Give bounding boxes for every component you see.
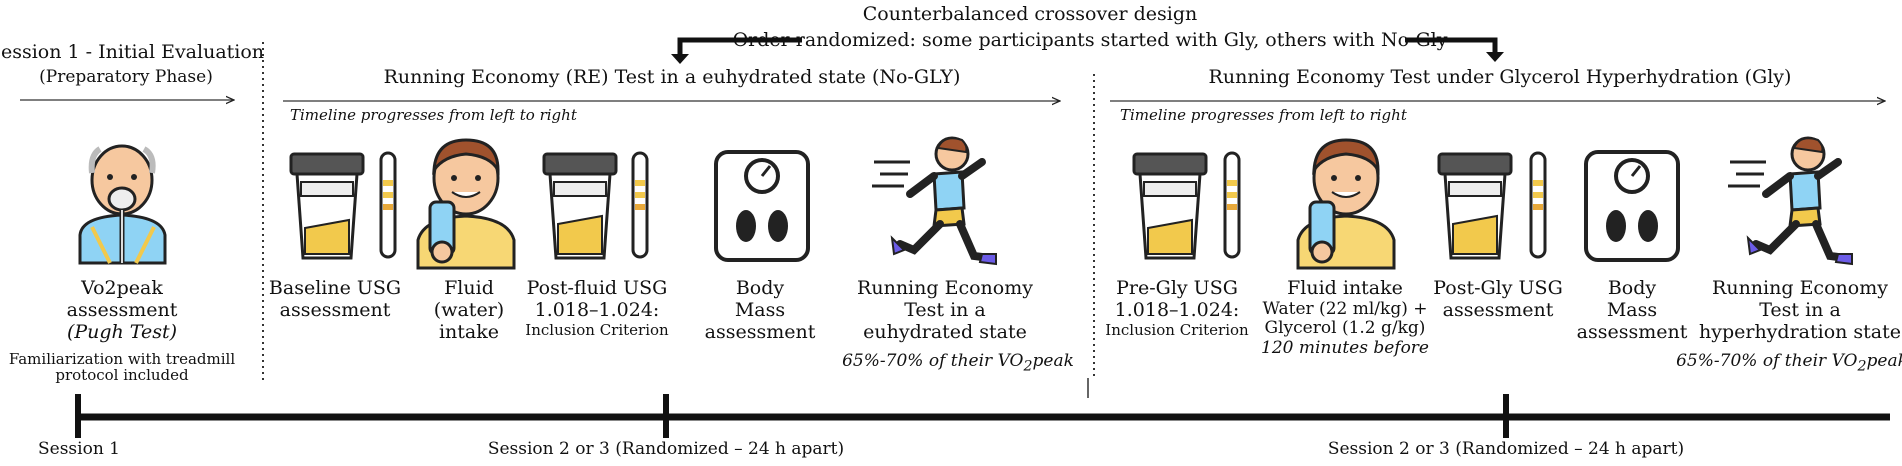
drinking-boy-icon xyxy=(1296,138,1396,270)
runner-icon xyxy=(1728,136,1853,266)
pre-gly-line2: 1.018–1.024: xyxy=(1114,298,1240,321)
pre-gly-line1: Pre-Gly USG xyxy=(1116,277,1238,299)
timeline-session23-label-b: Session 2 or 3 (Randomized – 24 h apart) xyxy=(1327,439,1685,459)
session1-subtitle: (Preparatory Phase) xyxy=(39,67,213,87)
re-line1: Running Economy xyxy=(857,277,1033,299)
left-bracket-arrow xyxy=(677,37,802,58)
urine-cup-icon xyxy=(542,152,618,260)
gly-intensity-tail: peak xyxy=(1866,351,1902,371)
post-fluid-line2: 1.018–1.024: xyxy=(534,298,660,321)
re-line3: euhydrated state xyxy=(863,320,1027,343)
test-strip-icon xyxy=(1529,151,1547,259)
gly-intensity-sub: 2 xyxy=(1857,358,1867,375)
nogly-intensity-text: 65%-70% of their VO xyxy=(842,351,1024,371)
body-line2: Mass xyxy=(734,298,786,321)
test-strip-icon xyxy=(1223,151,1241,259)
gly-fluid-line3: Glycerol (1.2 g/kg) xyxy=(1264,318,1426,339)
scale-icon xyxy=(1584,150,1680,262)
baseline-line1: Baseline USG xyxy=(268,277,402,299)
right-bracket-arrowhead xyxy=(1486,52,1504,62)
gly-re-line2: Test in a xyxy=(1759,298,1841,321)
gly-body-line3: assessment xyxy=(1576,320,1688,343)
gly-intensity-text: 65%-70% of their VO xyxy=(1676,351,1858,371)
vo2-line3: (Pugh Test) xyxy=(66,320,178,343)
post-fluid-line1: Post-fluid USG xyxy=(526,277,668,299)
urine-cup-icon xyxy=(1437,152,1513,260)
session1-title: Session 1 - Initial Evaluation xyxy=(0,41,265,63)
test-strip-icon xyxy=(379,151,397,259)
timeline-session1-label: Session 1 xyxy=(38,439,120,459)
vo2-line1: Vo2peak xyxy=(81,277,163,299)
familiarization-label: Familiarization with treadmill protocol … xyxy=(8,350,236,384)
right-bracket-arrow xyxy=(1405,37,1498,56)
nogly-intensity-sub: 2 xyxy=(1023,358,1033,375)
urine-cup-icon xyxy=(289,152,365,260)
gly-fluid-line2: Water (22 ml/kg) + xyxy=(1262,298,1428,319)
gly-fluid-line1: Fluid intake xyxy=(1287,277,1403,299)
post-fluid-line3: Inclusion Criterion xyxy=(525,320,669,339)
fluid-water-label: Fluid (water) intake xyxy=(433,277,505,344)
familiar-line1: Familiarization with treadmill xyxy=(8,350,236,368)
header-line1: Counterbalanced crossover design xyxy=(862,3,1198,25)
researcher-mask-icon xyxy=(78,144,167,265)
fluid-line3: intake xyxy=(438,320,500,343)
gly-intensity: 65%-70% of their VO2peak xyxy=(1676,351,1902,375)
gly-title: Running Economy Test under Glycerol Hype… xyxy=(1208,66,1792,88)
scale-icon xyxy=(714,150,810,262)
urine-cup-icon xyxy=(1132,152,1208,260)
post-gly-line2: assessment xyxy=(1442,298,1554,321)
fluid-line2: (water) xyxy=(433,298,505,321)
baseline-line2: assessment xyxy=(279,298,391,321)
body-mass-label: Body Mass assessment xyxy=(704,277,816,344)
familiar-line2: protocol included xyxy=(55,365,189,384)
re-test-hyperhydration-label: Running Economy Test in a hyperhydration… xyxy=(1698,277,1902,344)
gly-body-line1: Body xyxy=(1607,277,1657,299)
header-line2: Order randomized: some participants star… xyxy=(732,29,1448,51)
post-gly-usg-label: Post-Gly USG assessment xyxy=(1433,277,1563,322)
gly-body-mass-label: Body Mass assessment xyxy=(1576,277,1688,344)
nogly-intensity: 65%-70% of their VO2peak xyxy=(842,351,1074,375)
fluid-glycerol-label: Fluid intake Water (22 ml/kg) + Glycerol… xyxy=(1261,277,1429,358)
timeline-session23-label-a: Session 2 or 3 (Randomized – 24 h apart) xyxy=(487,439,845,459)
post-fluid-usg-label: Post-fluid USG 1.018–1.024: Inclusion Cr… xyxy=(525,277,669,339)
gly-fluid-line4: 120 minutes before xyxy=(1261,337,1429,358)
post-gly-line1: Post-Gly USG xyxy=(1433,277,1563,299)
nogly-title: Running Economy (RE) Test in a euhydrate… xyxy=(383,66,961,88)
fluid-line1: Fluid xyxy=(444,277,494,299)
gly-body-line2: Mass xyxy=(1606,298,1658,321)
test-strip-icon xyxy=(631,151,649,259)
drinking-boy-icon xyxy=(416,138,516,270)
vo2-label: Vo2peak assessment (Pugh Test) xyxy=(66,277,178,344)
re-test-euhydrated-label: Running Economy Test in a euhydrated sta… xyxy=(857,277,1033,344)
pre-gly-line3: Inclusion Criterion xyxy=(1105,320,1249,339)
pre-gly-usg-label: Pre-Gly USG 1.018–1.024: Inclusion Crite… xyxy=(1105,277,1249,339)
gly-re-line1: Running Economy xyxy=(1712,277,1888,299)
baseline-usg-label: Baseline USG assessment xyxy=(268,277,402,322)
vo2-line2: assessment xyxy=(66,298,178,321)
re-line2: Test in a xyxy=(904,298,986,321)
nogly-intensity-tail: peak xyxy=(1032,351,1074,371)
gly-re-line3: hyperhydration state xyxy=(1698,320,1902,343)
left-bracket-arrowhead xyxy=(671,54,689,64)
body-line1: Body xyxy=(735,277,785,299)
gly-timeline-note: Timeline progresses from left to right xyxy=(1120,106,1407,124)
body-line3: assessment xyxy=(704,320,816,343)
runner-icon xyxy=(872,136,997,266)
nogly-timeline-note: Timeline progresses from left to right xyxy=(290,106,577,124)
